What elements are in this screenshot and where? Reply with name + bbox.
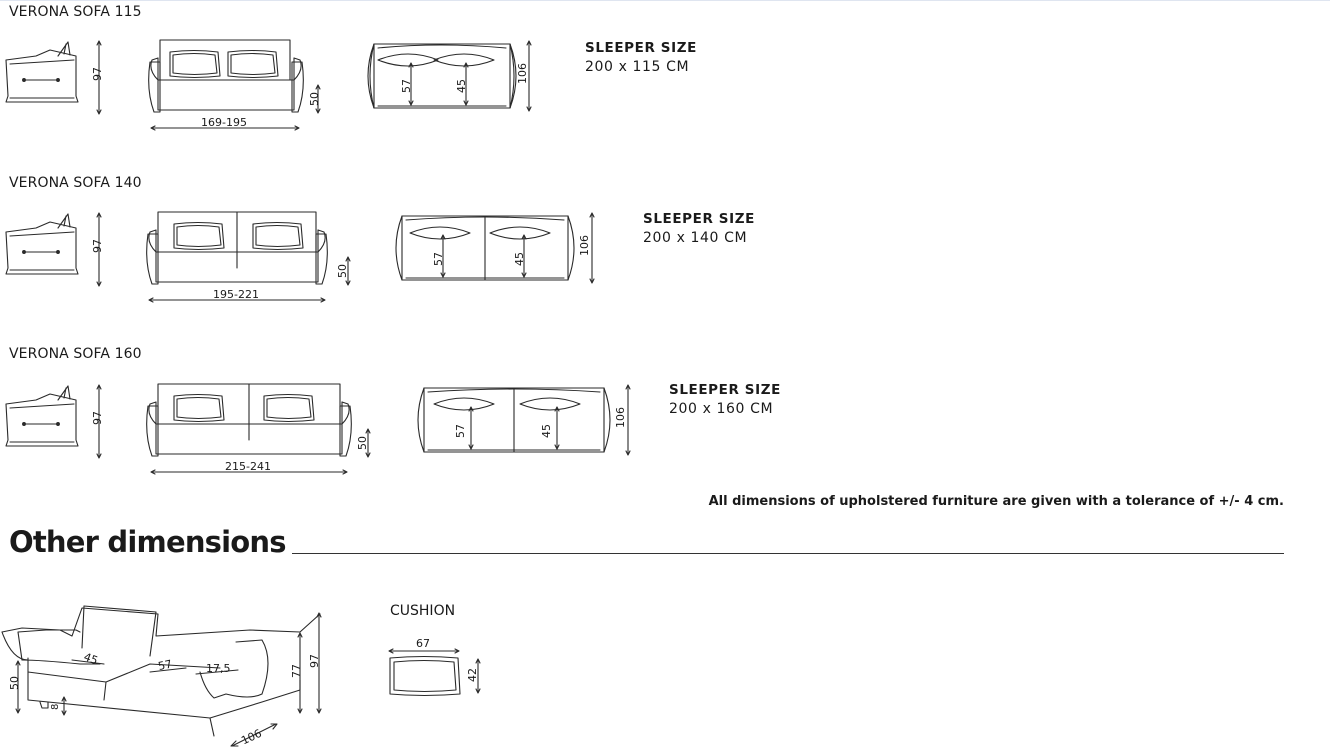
sofa-140-top-view xyxy=(395,212,595,284)
persp-depth: 106 xyxy=(239,727,264,748)
sofa-140-front-width: 195-221 xyxy=(213,288,259,301)
cushion-label: CUSHION xyxy=(390,603,456,619)
sofa-160-sleeper-label: SLEEPER SIZE xyxy=(669,382,781,398)
sofa-160-side-view xyxy=(5,384,102,459)
sofa-160-top-view xyxy=(417,384,631,456)
sofa-115-bed-length: 106 xyxy=(516,63,529,84)
sofa-115-seat-height: 50 xyxy=(308,92,321,106)
cushion-drawing xyxy=(388,648,481,697)
sofa-140-bed-length: 106 xyxy=(578,235,591,256)
sofa-115-bed-depth-a: 57 xyxy=(400,79,413,93)
sofa-115-sleeper-size: 200 x 115 CM xyxy=(585,59,690,75)
other-dimensions-heading: Other dimensions xyxy=(9,525,287,559)
sofa-160-seat-height: 50 xyxy=(356,436,369,450)
sofa-115-side-height: 97 xyxy=(91,67,104,81)
sofa-115-bed-depth-b: 45 xyxy=(455,79,468,93)
cushion-width: 67 xyxy=(416,637,430,650)
sofa-115-sleeper-label: SLEEPER SIZE xyxy=(585,40,697,56)
sofa-140-seat-height: 50 xyxy=(336,264,349,278)
sofa-160-bed-depth-b: 45 xyxy=(540,424,553,438)
sofa-140-side-height: 97 xyxy=(91,239,104,253)
sofa-160-front-width: 215-241 xyxy=(225,460,271,473)
sofa-160-title: VERONA SOFA 160 xyxy=(9,346,142,362)
sofa-115-title: VERONA SOFA 115 xyxy=(9,4,142,20)
sofa-160-bed-depth-a: 57 xyxy=(454,424,467,438)
heading-rule xyxy=(292,553,1284,554)
sofa-160-side-height: 97 xyxy=(91,411,104,425)
sofa-115-side-view xyxy=(5,40,102,115)
persp-seat-height: 50 xyxy=(8,676,21,690)
persp-leg-height: 8 xyxy=(50,704,61,710)
sofa-perspective-view xyxy=(1,605,322,747)
sofa-140-bed-depth-a: 57 xyxy=(432,252,445,266)
persp-arm-depth: 45 xyxy=(82,650,100,667)
sofa-140-bed-depth-b: 45 xyxy=(513,252,526,266)
tolerance-note: All dimensions of upholstered furniture … xyxy=(708,494,1284,509)
sofa-115-top-view xyxy=(367,40,532,112)
persp-total-height: 97 xyxy=(308,654,321,668)
persp-arm-width: 17,5 xyxy=(206,662,231,675)
sofa-115-front-view xyxy=(148,39,321,131)
sofa-160-bed-length: 106 xyxy=(614,407,627,428)
top-border xyxy=(0,0,1330,1)
sofa-140-sleeper-size: 200 x 140 CM xyxy=(643,230,748,246)
persp-arm-height: 77 xyxy=(290,664,303,678)
persp-seat-depth: 57 xyxy=(157,657,173,673)
sofa-115-front-width: 169-195 xyxy=(201,116,247,129)
sofa-160-front-view xyxy=(146,383,371,475)
sofa-140-front-view xyxy=(146,211,351,303)
cushion-height: 42 xyxy=(466,668,479,682)
sofa-140-side-view xyxy=(5,212,102,287)
sofa-140-sleeper-label: SLEEPER SIZE xyxy=(643,211,755,227)
sofa-160-sleeper-size: 200 x 160 CM xyxy=(669,401,774,417)
sofa-140-title: VERONA SOFA 140 xyxy=(9,175,142,191)
